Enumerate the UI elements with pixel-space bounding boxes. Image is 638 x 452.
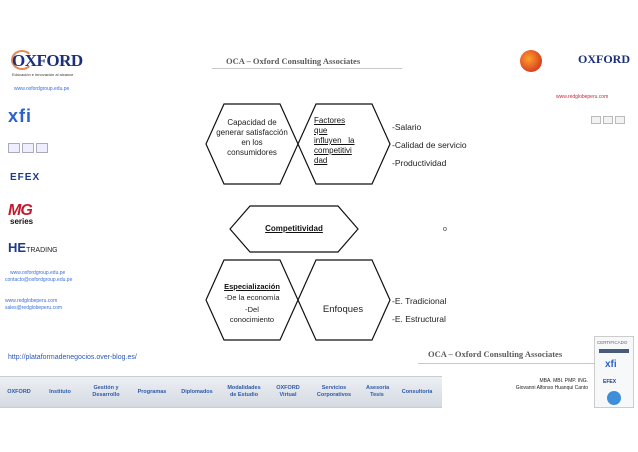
mg-logo-text: MG (8, 202, 33, 219)
contact-oxford-url[interactable]: www.oxfordgroup.edu.pe (10, 270, 66, 276)
certificate-badge: CERTIFICADO xfi EFEX (594, 336, 634, 408)
especializacion-item: -De la economía (224, 293, 280, 302)
factor-line: Factores (314, 116, 346, 125)
nav-item-asesoria[interactable]: Asesoría Tesis (366, 385, 390, 398)
oxford-url-link[interactable]: www.oxfordgroup.edu.pe (14, 86, 70, 92)
nav-item-modalidades[interactable]: Modalidades de Estudio (227, 385, 261, 398)
nav-item-virtual[interactable]: OXFORD Virtual (276, 385, 300, 398)
especializacion-item: -Del conocimiento (229, 305, 275, 324)
factor-line: que (314, 126, 328, 135)
top-list-item: -Productividad (392, 158, 447, 168)
contact-oxford-email[interactable]: contacto@oxfordgroup.edu.pe (5, 277, 73, 283)
partner-logo (615, 116, 625, 124)
blog-link[interactable]: http://plataformadenegocios.over-blog.es… (8, 354, 137, 361)
right-partner-logos (590, 112, 634, 134)
top-list-item: -Calidad de servicio (392, 140, 467, 150)
partner-logo (22, 143, 34, 153)
center-label: Competitividad (265, 224, 323, 233)
nav-item-instituto[interactable]: Instituto (49, 388, 71, 395)
partner-logo (8, 143, 20, 153)
partner-logo (603, 116, 613, 124)
partner-logo (36, 143, 48, 153)
hex-top-right (297, 103, 391, 185)
redglobe-url-link[interactable]: www.redglobeperu.com (556, 94, 609, 100)
contact-redglobe-url[interactable]: www.redglobeperu.com (5, 298, 58, 304)
certificate-efex-logo: EFEX (603, 379, 617, 385)
nav-item-oxford[interactable]: OXFORD (7, 388, 31, 395)
signature-credentials: MBA. MBI. PMP. ING. (539, 378, 588, 384)
redglobe-ball-icon (520, 50, 542, 72)
hex-center (229, 205, 359, 253)
hex-top-left-text: Capacidad de generar satisfacción en los… (216, 118, 288, 157)
mg-series-logo[interactable]: MG series (8, 202, 38, 228)
footer-nav-bar: OXFORD Instituto Gestión y Desarrollo Pr… (0, 376, 442, 408)
header-title: OCA – Oxford Consulting Associates (226, 56, 361, 66)
nav-item-servicios[interactable]: Servicios Corporativos (316, 385, 352, 398)
signature-name: Giovanni Alfonso Huanqui Canto (515, 385, 588, 391)
he-logo-sub: TRADING (26, 247, 58, 254)
nav-item-programas[interactable]: Programas (137, 388, 167, 395)
mg-logo-sub: series (10, 217, 34, 226)
contact-redglobe-email[interactable]: sales@redglobeperu.com (5, 305, 63, 311)
bottom-list-item: -E. Tradicional (392, 296, 447, 306)
nav-item-consultoria[interactable]: Consultoría (401, 388, 433, 395)
certificate-xfi-logo: xfi (605, 359, 617, 370)
footer-title: OCA – Oxford Consulting Associates (428, 349, 563, 359)
factor-line: competitivi (314, 146, 352, 155)
globe-icon (11, 50, 33, 70)
footer-divider (418, 363, 598, 364)
xfi-logo[interactable]: xfi (8, 106, 33, 126)
especializacion-title: Especialización (224, 282, 280, 291)
oxford-logo-text: OXFORD (12, 51, 83, 70)
certificate-label: CERTIFICADO (597, 340, 628, 345)
oxford-logo[interactable]: OXFORD Educación e innovación al alcance (8, 48, 88, 84)
partner-logos (8, 140, 52, 160)
nav-item-diplomados[interactable]: Diplomados (181, 388, 213, 395)
certificate-seal-icon (607, 391, 621, 405)
oxford-tagline: Educación e innovación al alcance (12, 72, 74, 77)
nav-item-gestion[interactable]: Gestión y Desarrollo (92, 385, 120, 398)
oxford-right-logo[interactable]: OXFORD (578, 52, 630, 66)
bottom-list-item: -E. Estructural (392, 314, 446, 324)
stray-mark: o (443, 226, 447, 233)
certificate-bar (599, 349, 629, 353)
header-divider (212, 68, 402, 69)
factor-line: influyen la (314, 136, 355, 145)
he-logo-text: HE (8, 240, 27, 255)
efex-logo[interactable]: EFEX (10, 172, 41, 183)
factor-line: dad (314, 156, 328, 165)
hex-bottom-left-text: Especialización -De la economía -Del con… (214, 282, 290, 325)
hex-bottom-right-text: Enfoques (322, 304, 364, 315)
hex-bottom-right (297, 259, 391, 341)
signature-block: MBA. MBI. PMP. ING. Giovanni Alfonso Hua… (468, 378, 588, 392)
partner-logo (591, 116, 601, 124)
hex-top-right-text: Factores que influyen la competitivi dad (314, 116, 368, 166)
he-trading-logo[interactable]: HETRADING (8, 240, 58, 255)
top-list-item: -Salario (392, 122, 422, 132)
